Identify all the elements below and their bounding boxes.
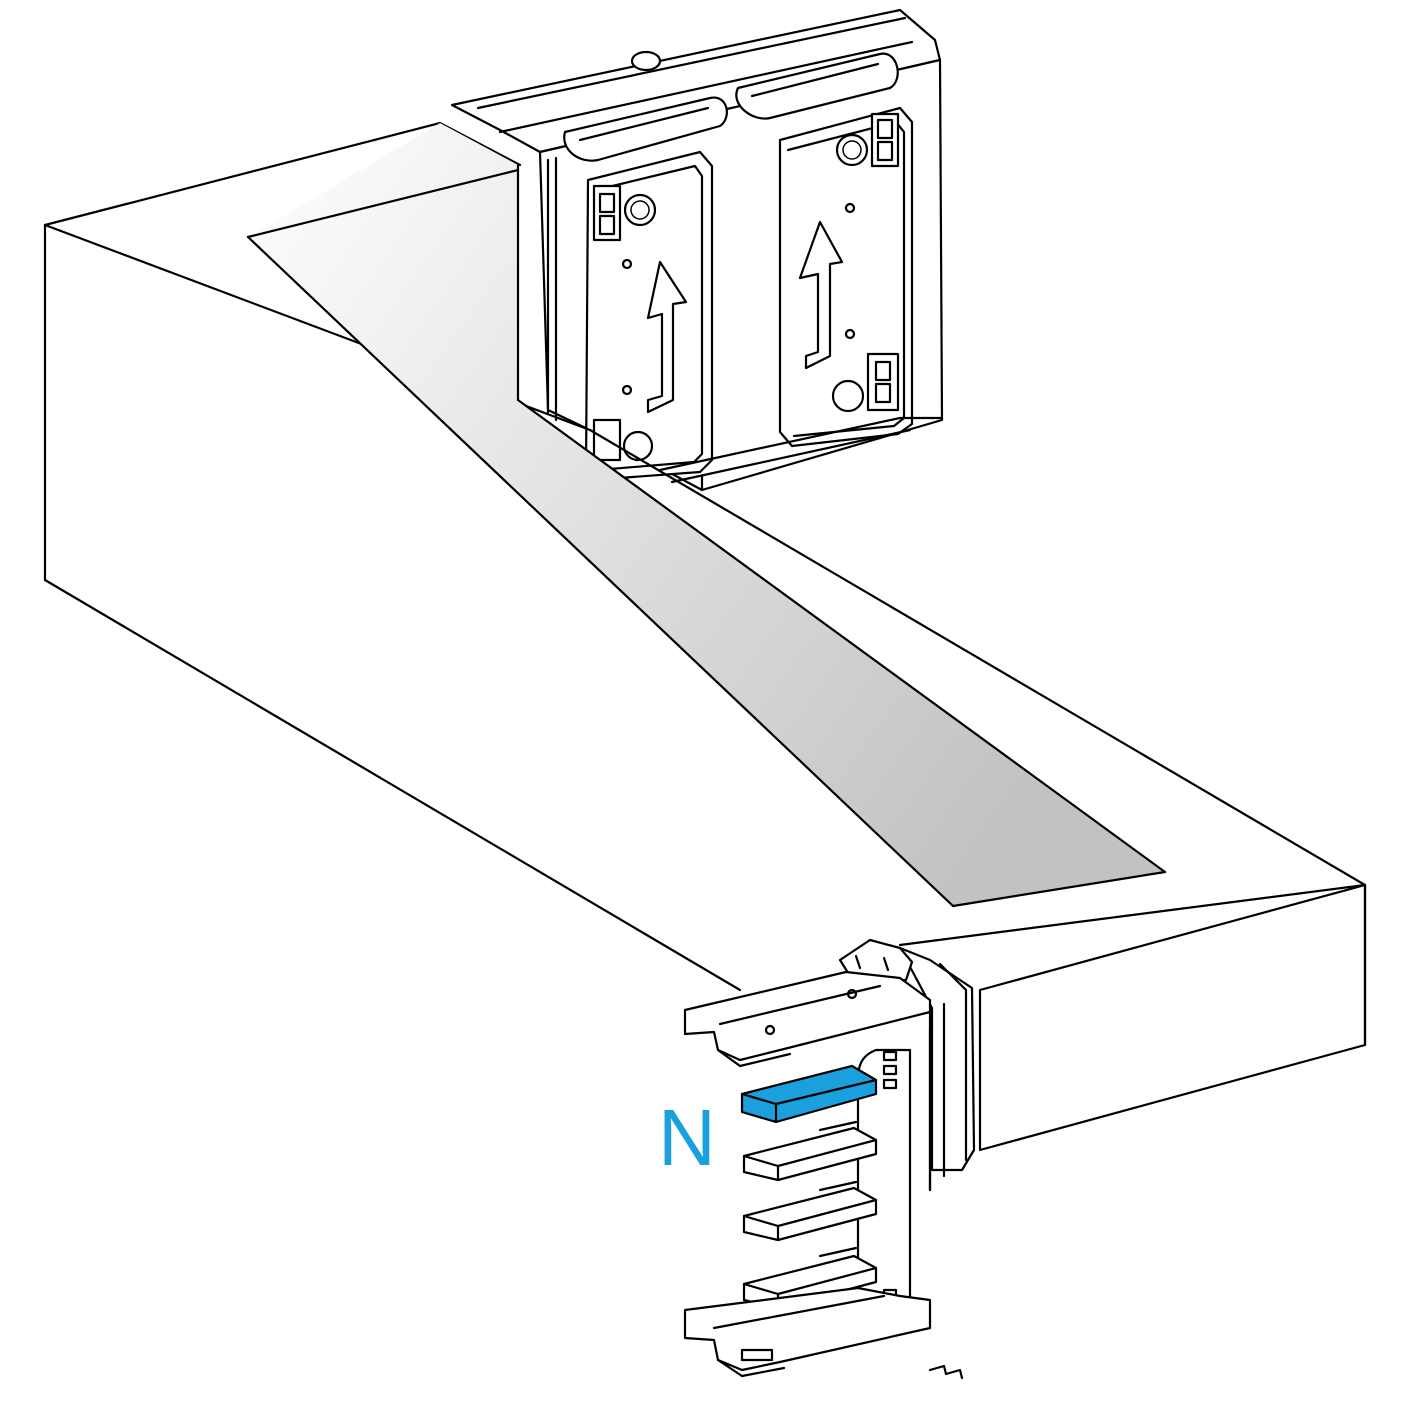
plate-bolt	[623, 193, 657, 227]
phase-busbar	[742, 1186, 878, 1242]
phase-busbar	[742, 1126, 878, 1182]
front-connector	[683, 938, 976, 1380]
mounting-plate-left	[584, 150, 714, 482]
up-arrow-icon	[798, 220, 844, 370]
neutral-label: N	[658, 1093, 716, 1182]
phase-busbar	[742, 1254, 878, 1310]
plate-bolt	[835, 133, 869, 167]
elbow-housing	[43, 121, 1367, 1152]
neutral-busbar	[740, 1064, 878, 1124]
up-arrow-icon	[646, 260, 688, 414]
housing-inner-panel	[248, 123, 1165, 906]
top-bolt	[630, 50, 662, 72]
rear-connector-block	[450, 8, 944, 492]
mounting-plate-right	[778, 106, 914, 448]
housing-end-face	[978, 883, 1367, 1152]
